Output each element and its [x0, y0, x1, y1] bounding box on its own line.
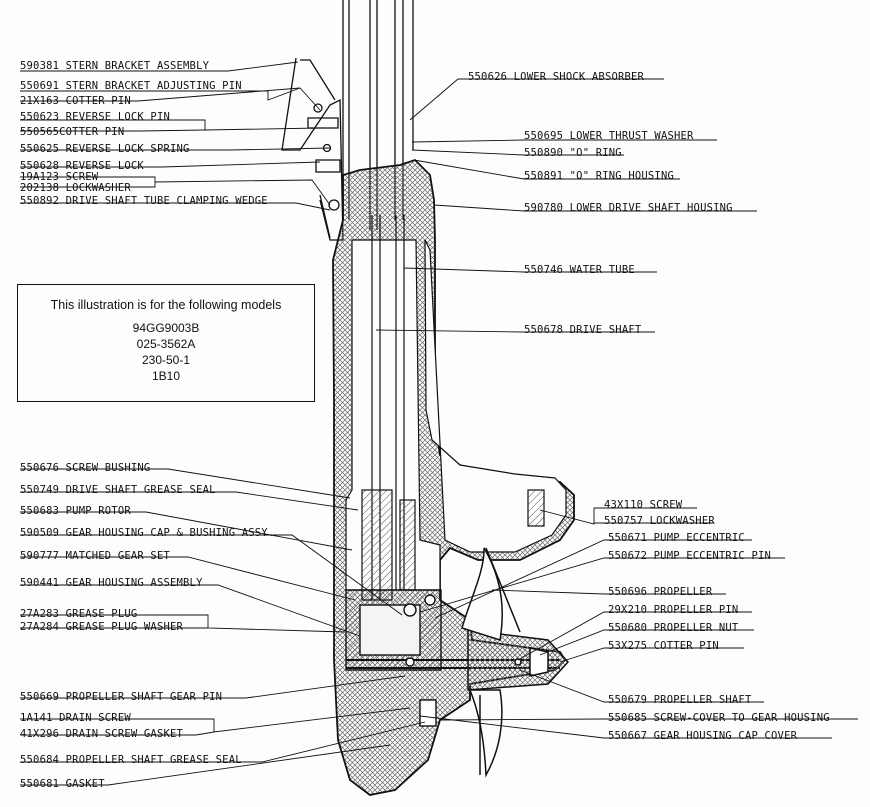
label-pump-eccentric-pin: 550672 PUMP ECCENTRIC PIN [608, 550, 772, 562]
label-lower-drive-shaft-housing: 590780 LOWER DRIVE SHAFT HOUSING [524, 202, 733, 214]
label-screw-cover-to-gear-housing: 550685 SCREW-COVER TO GEAR HOUSING [608, 712, 830, 724]
inner-shafts [361, 215, 545, 601]
label-propeller-nut: 550680 PROPELLER NUT [608, 622, 739, 634]
label-gear-housing-cap-bushing-assy: 590509 GEAR HOUSING CAP & BUSHING ASSY. [20, 527, 275, 539]
label-gear-housing-cap-cover: 550667 GEAR HOUSING CAP COVER [608, 730, 798, 742]
label-lockwasher-202138: 202138 LOCKWASHER [20, 182, 131, 194]
label-grease-plug-washer: 27A284 GREASE PLUG WASHER [20, 621, 184, 633]
model-number: 1B10 [151, 369, 181, 383]
gear-housing [345, 589, 560, 727]
label-matched-gear-set: 590777 MATCHED GEAR SET [20, 550, 170, 562]
label-lower-thrust-washer: 550695 LOWER THRUST WASHER [524, 130, 694, 142]
model-info-box: This illustration is for the following m… [17, 284, 315, 402]
label-screw-19a123: 19A123 SCREW [20, 171, 99, 183]
label-reverse-lock: 550628 REVERSE LOCK [20, 160, 144, 172]
label-drain-screw-gasket: 41X296 DRAIN SCREW GASKET [20, 728, 184, 740]
label-propeller-pin: 29X210 PROPELLER PIN [608, 604, 739, 616]
label-o-ring: 550890 "O" RING [524, 147, 622, 159]
upper-tubes [342, 0, 414, 230]
label-lower-shock-absorber: 550626 LOWER SHOCK ABSORBER [468, 71, 645, 83]
label-propeller-shaft: 550679 PROPELLER SHAFT [608, 694, 752, 706]
label-drain-screw: 1A141 DRAIN SCREW [20, 712, 131, 724]
label-cotter-pin-550565: 550565COTTER PIN [20, 126, 125, 138]
label-reverse-lock-spring: 550625 REVERSE LOCK SPRING [20, 143, 190, 155]
label-drive-shaft: 550678 DRIVE SHAFT [524, 324, 642, 336]
label-propeller-shaft-gear-pin: 550669 PROPELLER SHAFT GEAR PIN [20, 691, 223, 703]
label-propeller-shaft-grease-seal: 550684 PROPELLER SHAFT GREASE SEAL [20, 754, 242, 766]
stern-bracket [281, 57, 344, 241]
label-water-tube: 550746 WATER TUBE [524, 264, 635, 276]
label-drive-shaft-grease-seal: 550749 DRIVE SHAFT GREASE SEAL [20, 484, 216, 496]
label-pump-rotor: 550683 PUMP ROTOR [20, 505, 131, 517]
label-screw-43x110: 43X110 SCREW [604, 499, 683, 511]
label-pump-eccentric: 550671 PUMP ECCENTRIC [608, 532, 745, 544]
label-cotter-pin-53x275: 53X275 COTTER PIN [608, 640, 719, 652]
label-cotter-pin-21x163: 21X163 COTTER PIN [20, 95, 131, 107]
label-reverse-lock-pin: 550623 REVERSE LOCK PIN [20, 111, 170, 123]
label-o-ring-housing: 550891 "O" RING HOUSING [524, 170, 674, 182]
label-lockwasher-550757: 550757 LOCKWASHER [604, 515, 715, 527]
model-number: 94GG9003B [132, 321, 200, 335]
label-gasket: 550681 GASKET [20, 778, 105, 790]
model-number: 025-3562A [136, 337, 196, 351]
label-gear-housing-assembly: 590441 GEAR HOUSING ASSEMBLY [20, 577, 203, 589]
leader-lines-left [20, 61, 426, 786]
propeller [461, 547, 570, 778]
drive-shaft-housing [332, 158, 575, 796]
label-drive-shaft-tube-clamping-wedge: 550892 DRIVE SHAFT TUBE CLAMPING WEDGE [20, 195, 268, 207]
label-grease-plug: 27A283 GREASE PLUG [20, 608, 138, 620]
leader-lines-right [375, 78, 858, 739]
label-stern-bracket-assembly: 590381 STERN BRACKET ASSEMBLY [20, 60, 210, 72]
label-propeller: 550696 PROPELLER [608, 586, 713, 598]
model-number: 230-50-1 [141, 353, 191, 367]
label-screw-bushing: 550676 SCREW BUSHING [20, 462, 151, 474]
label-stern-bracket-adjusting-pin: 550691 STERN BRACKET ADJUSTING PIN [20, 80, 242, 92]
model-info-title: This illustration is for the following m… [50, 298, 282, 312]
